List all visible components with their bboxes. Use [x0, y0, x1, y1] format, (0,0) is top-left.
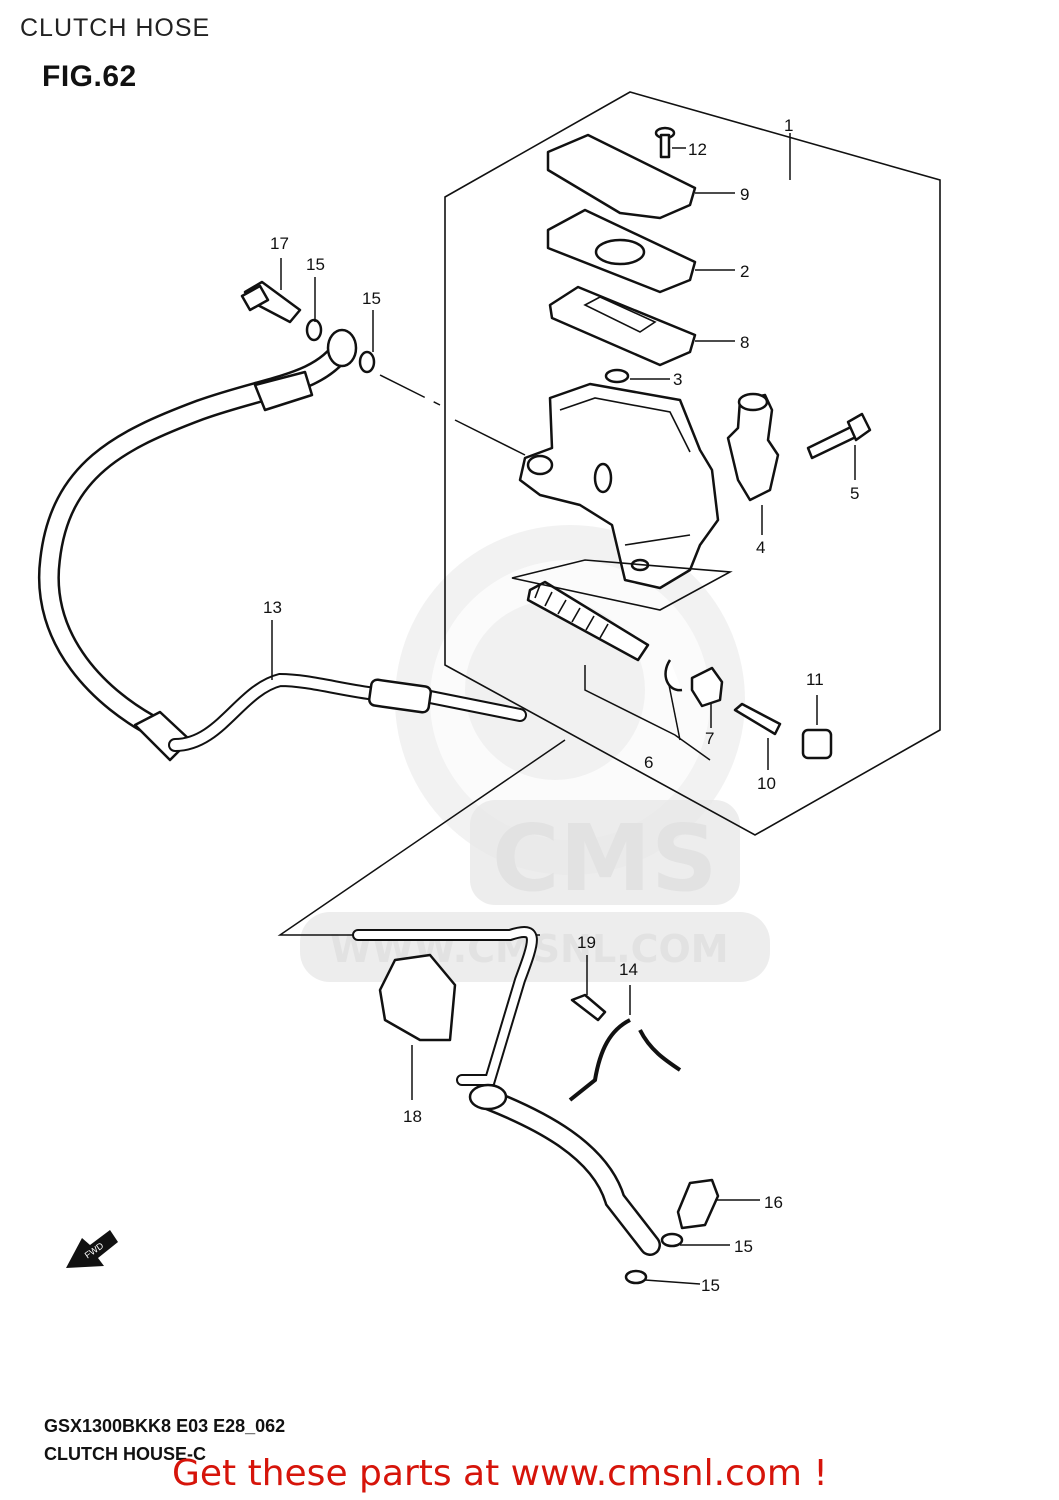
- watermark-brand: CMS: [492, 805, 717, 912]
- banjo-bolt-lower: [624, 1178, 720, 1285]
- clutch-hose-upper: [37, 328, 527, 762]
- callout-4: 4: [756, 538, 765, 557]
- master-cylinder-body: [518, 382, 720, 590]
- callout-9: 9: [740, 185, 749, 204]
- diaphragm: [548, 285, 697, 367]
- clamp-bolt: [806, 412, 872, 460]
- callout-10: 10: [757, 774, 776, 793]
- clamp-holder: [726, 393, 780, 502]
- callout-7: 7: [705, 729, 714, 748]
- part-3-washer: [604, 368, 630, 384]
- screw-12: [654, 126, 676, 159]
- clutch-pipe-lower: [352, 926, 661, 1256]
- assembly-frame: [444, 91, 941, 836]
- callout-12: 12: [688, 140, 707, 159]
- forward-arrow: FWD: [66, 1230, 118, 1268]
- model-code: GSX1300BKK8 E03 E28_062: [44, 1416, 286, 1436]
- callout-14: 14: [619, 960, 638, 979]
- piston-assembly: [511, 559, 733, 761]
- callout-3: 3: [673, 370, 682, 389]
- figure-number: FIG.62: [42, 60, 137, 93]
- callout-11: 11: [806, 670, 824, 689]
- callout-18: 18: [403, 1107, 422, 1126]
- callout-8: 8: [740, 333, 749, 352]
- section-title: CLUTCH HOSE: [20, 14, 211, 42]
- banjo-bolt-upper: [240, 280, 376, 374]
- callout-15-lower-a: 15: [734, 1237, 753, 1256]
- callout-2: 2: [740, 262, 749, 281]
- rubber-cap: [801, 728, 833, 760]
- hose-clamp: [378, 953, 457, 1042]
- callout-6: 6: [644, 753, 653, 772]
- callout-15-upper-b: 15: [362, 289, 381, 308]
- dust-boot: [690, 666, 724, 708]
- bolt-19: [570, 993, 607, 1022]
- push-rod: [733, 702, 782, 736]
- wire-clip: [568, 1018, 682, 1102]
- callout-1: 1: [784, 116, 793, 135]
- callout-16: 16: [764, 1193, 783, 1212]
- callout-19: 19: [577, 933, 596, 952]
- snap-ring: [664, 659, 683, 692]
- reservoir-cap: [546, 133, 697, 220]
- diagram-subtitle: CLUTCH HOUSE-C: [44, 1444, 206, 1464]
- callout-5: 5: [850, 484, 859, 503]
- shop-link-banner[interactable]: Get these parts at www.cmsnl.com !: [172, 1453, 828, 1494]
- callout-15-upper-a: 15: [306, 255, 325, 274]
- callout-15-lower-b: 15: [701, 1276, 720, 1295]
- callout-17: 17: [270, 234, 289, 253]
- callout-13: 13: [263, 598, 282, 617]
